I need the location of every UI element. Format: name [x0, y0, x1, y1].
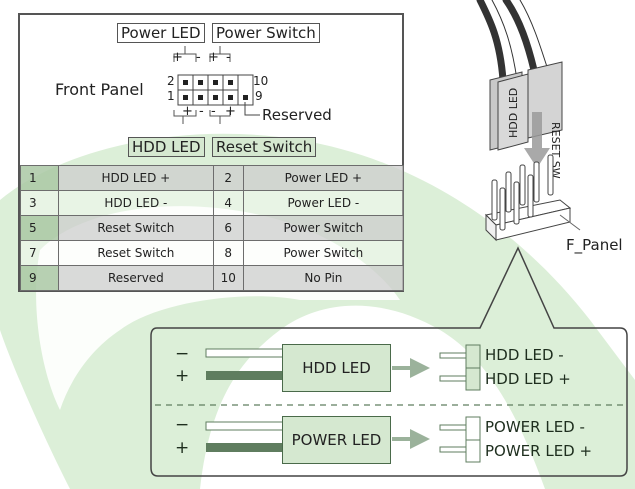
bottom-sign-3: - [211, 104, 216, 119]
row-number-1: 1 [167, 89, 175, 103]
hdd-minus-sign: − [175, 344, 190, 364]
power-switch-label: Power Switch [212, 23, 320, 43]
hdd-arrow-icon [410, 358, 430, 378]
power-minus-sign: − [175, 415, 190, 435]
pin-function: Reserved [58, 265, 214, 291]
reserved-leader [244, 102, 260, 116]
top-sign-3: + [208, 50, 219, 65]
hdd-plus-sign: + [175, 366, 190, 386]
pin-number: 8 [212, 240, 244, 266]
power-led-block: POWER LED [282, 416, 391, 464]
f-panel-label: F_Panel [566, 236, 623, 254]
hdd-led-label: HDD LED [128, 137, 205, 157]
pin-number: 5 [20, 215, 59, 241]
top-sign-2: - [196, 50, 201, 65]
front-panel-frame [18, 13, 404, 292]
reserved-label: Reserved [262, 106, 332, 124]
pin-number: 7 [20, 240, 59, 266]
hdd-led-minus-label: HDD LED - [485, 346, 564, 364]
table-row: 1 HDD LED + 2 Power LED + [20, 165, 405, 191]
connector-illustration: HDD LED RESET SW [476, 0, 581, 242]
header-pins [491, 154, 554, 231]
table-row: 9 Reserved 10 No Pin [20, 265, 405, 291]
pin-number: 4 [212, 190, 244, 216]
power-plus-sign: + [175, 438, 190, 458]
pin-4 [198, 80, 203, 85]
power-plus-wire [206, 443, 283, 452]
callout-outline [150, 246, 628, 477]
wire-black [476, 0, 507, 84]
power-led-label: Power LED [117, 23, 205, 43]
top-sign-4: - [226, 50, 231, 65]
reset-switch-label: Reset Switch [212, 137, 317, 157]
power-minus-wire [205, 421, 284, 431]
pin-5 [213, 95, 218, 100]
pin-6 [213, 80, 218, 85]
pin-function: Reset Switch [58, 215, 214, 241]
pin-number: 1 [20, 165, 59, 191]
pin-1 [183, 95, 188, 100]
pin-7 [228, 95, 233, 100]
hdd-minus-wire [205, 348, 284, 358]
hdd-plus-wire [206, 371, 283, 380]
bottom-sign-1: + [182, 104, 193, 119]
top-sign-1: + [172, 50, 183, 65]
bottom-sign-4: + [225, 104, 236, 119]
f-panel-leader [559, 214, 581, 231]
wire-black-2 [502, 0, 538, 74]
pin-function: HDD LED + [58, 165, 214, 191]
power-led-minus-label: POWER LED - [485, 418, 585, 436]
pin-number: 2 [212, 165, 244, 191]
pin-number: 9 [20, 265, 59, 291]
bottom-sign-2: - [199, 104, 204, 119]
pin-function: Power Switch [242, 215, 405, 241]
pin-9 [243, 95, 248, 100]
pin-function: No Pin [242, 265, 405, 291]
pin-function: Power Switch [242, 240, 405, 266]
pin-3 [198, 95, 203, 100]
insert-arrow-icon [524, 112, 550, 168]
pin-header-schematic [173, 46, 260, 124]
front-panel-title: Front Panel [55, 80, 144, 99]
pin-function: HDD LED - [58, 190, 214, 216]
power-led-plus-label: POWER LED + [485, 442, 593, 460]
table-row: 3 HDD LED - 4 Power LED - [20, 190, 405, 216]
hdd-led-plus-label: HDD LED + [485, 370, 571, 388]
arrows [392, 358, 430, 449]
table-row: 5 Reset Switch 6 Power Switch [20, 215, 405, 241]
hdd-led-plug-label: HDD LED [507, 88, 520, 138]
row-number-9: 9 [255, 89, 263, 103]
pin-function: Power LED - [242, 190, 405, 216]
hdd-led-block: HDD LED [282, 344, 391, 392]
row-number-2: 2 [167, 74, 175, 88]
pin-8 [228, 80, 233, 85]
pin-assignment-table: 1 HDD LED + 2 Power LED + 3 HDD LED - 4 … [20, 165, 405, 291]
power-arrow-icon [410, 429, 430, 449]
row-number-10: 10 [253, 74, 269, 88]
pin-2 [183, 80, 188, 85]
pin-function: Power LED + [242, 165, 405, 191]
